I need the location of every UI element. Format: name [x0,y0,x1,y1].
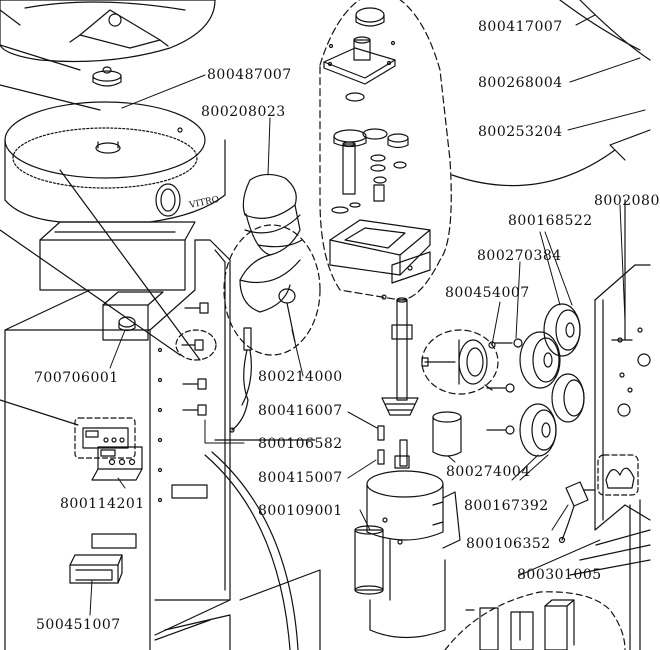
label-500451007: 500451007 [36,617,121,633]
label-800454007: 800454007 [445,285,530,301]
motor [354,470,461,639]
label-800487007: 800487007 [207,67,292,83]
power-cable [204,454,291,650]
label-800301005: 800301005 [517,567,602,583]
bottom-right-parts [444,529,651,650]
drive-shaft [377,294,419,469]
label-800268004: 800268004 [478,75,563,91]
label-800168522: 800168522 [508,213,593,229]
label-800114201: 800114201 [60,496,145,512]
label-800415007: 800415007 [258,470,343,486]
label-800106582: 800106582 [258,436,343,452]
label-8002080: 8002080 [594,193,660,209]
gear-stack [331,92,409,214]
hopper-bowl: VITRO [4,101,226,223]
side-panel [594,199,651,650]
leader-lines-left [0,44,201,426]
label-800109001: 800109001 [258,503,343,519]
tray-part [69,554,123,584]
wire-basket [223,173,321,356]
wire-connector [214,327,316,441]
switch-part [558,481,596,544]
svg-text:VITRO: VITRO [188,195,221,211]
label-800416007: 800416007 [258,403,343,419]
label-800208023: 800208023 [201,104,286,120]
spacer-cylinder [432,411,462,457]
label-800253204: 800253204 [478,124,563,140]
label-800274004: 800274004 [446,464,531,480]
u-bracket [329,219,431,284]
side-screws [175,302,217,416]
label-800214000: 800214000 [258,369,343,385]
control-panels [74,417,143,481]
label-800106352: 800106352 [466,536,551,552]
top-disc [0,0,216,63]
label-800270384: 800270384 [477,248,562,264]
top-right-curve [451,0,651,187]
coupling [421,329,499,395]
central-assembly-outline [319,0,452,301]
label-800167392: 800167392 [464,498,549,514]
label-700706001: 700706001 [34,370,119,386]
label-800417007: 800417007 [478,19,563,35]
machine-cabinet [4,221,231,650]
leader-lines [89,14,646,616]
gear-train [486,303,585,457]
bearing-housing [323,7,396,85]
